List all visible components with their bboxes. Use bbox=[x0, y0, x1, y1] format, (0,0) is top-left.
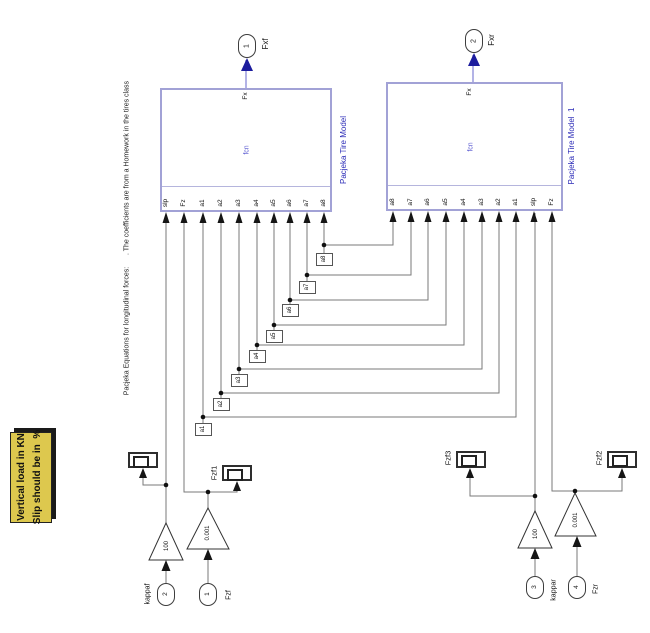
constant-a7[interactable] bbox=[299, 281, 316, 294]
front-port-label-slp: slp bbox=[161, 198, 169, 208]
rear-block-name[interactable]: Pacjeka Tire Model 1 bbox=[567, 107, 576, 185]
front-port-label-a3: a3 bbox=[234, 199, 242, 207]
constant-a5[interactable] bbox=[266, 330, 283, 343]
scope-fzf2-label: Fzf2 bbox=[594, 450, 604, 466]
note-box[interactable] bbox=[10, 432, 52, 523]
note-line-1: Vertical load in KN bbox=[16, 433, 27, 521]
rear-port-label-a1: a1 bbox=[511, 198, 519, 206]
front-port-label-fz: Fz bbox=[179, 199, 187, 207]
rear-port-label-a6: a6 bbox=[423, 198, 431, 206]
constant-a4-value: a4 bbox=[254, 352, 260, 360]
junction-dots bbox=[163, 242, 578, 499]
constant-a6-value: a6 bbox=[287, 306, 293, 314]
inport-4-number: 4 bbox=[572, 585, 580, 589]
constant-a2[interactable] bbox=[213, 398, 230, 411]
scope-fzf2[interactable] bbox=[607, 451, 637, 468]
scope-fzf1-label: Fzf1 bbox=[209, 465, 219, 481]
outport-1[interactable] bbox=[238, 34, 256, 58]
gain-kappar-value: 100 bbox=[533, 528, 539, 540]
annotation-equations: Pacjeka Equations for longitudinal force… bbox=[123, 266, 131, 396]
inport-4-fzr[interactable] bbox=[568, 576, 586, 599]
scope-screen-icon bbox=[227, 469, 243, 481]
annotation-coefficients: . The coefficients are from a Homework i… bbox=[123, 80, 131, 256]
gain-fzf-value: 0.001 bbox=[205, 525, 211, 541]
constant-a4[interactable] bbox=[249, 350, 266, 363]
rear-port-label-a2: a2 bbox=[494, 198, 502, 206]
signal-wires[interactable] bbox=[142, 213, 623, 583]
constant-a1[interactable] bbox=[195, 423, 212, 436]
inport-kappar-label: kappar bbox=[550, 579, 558, 601]
scope-fzf1[interactable] bbox=[222, 465, 252, 481]
front-tire-model-block[interactable] bbox=[160, 88, 332, 212]
gain-fzr-0001[interactable] bbox=[554, 491, 597, 537]
inport-kappaf-label: kappaf bbox=[144, 583, 152, 605]
constant-a8[interactable] bbox=[316, 253, 333, 266]
scope-fzf3[interactable] bbox=[456, 451, 486, 468]
rear-port-label-a7: a7 bbox=[406, 198, 414, 206]
outport-2[interactable] bbox=[465, 29, 483, 53]
front-port-label-a5: a5 bbox=[269, 199, 277, 207]
front-port-label-a2: a2 bbox=[216, 199, 224, 207]
outport-2-number: 2 bbox=[470, 39, 478, 43]
front-port-label-a6: a6 bbox=[285, 199, 293, 207]
outport-arrowheads bbox=[241, 53, 480, 71]
rear-port-label-slp: slp bbox=[529, 197, 537, 207]
rear-port-label-fz: Fz bbox=[547, 198, 555, 206]
constant-a5-value: a5 bbox=[271, 332, 277, 340]
scope-kappaf[interactable] bbox=[128, 452, 158, 468]
inport-fzr-label: Fzr bbox=[592, 583, 600, 595]
outport-2-label: Fxr bbox=[487, 34, 496, 46]
front-port-label-a7: a7 bbox=[302, 199, 310, 207]
front-port-label-a4: a4 bbox=[252, 199, 260, 207]
front-block-out-port-label: Fx bbox=[241, 92, 249, 100]
scope-fzf3-label: Fzf3 bbox=[443, 450, 453, 466]
inport-fzf-label: Fzf bbox=[225, 590, 233, 600]
rear-tire-model-block[interactable] bbox=[386, 82, 563, 211]
inport-3-number: 3 bbox=[530, 585, 538, 589]
gain-kappaf-value: 100 bbox=[164, 540, 170, 552]
constant-a3-value: a3 bbox=[236, 376, 242, 384]
rear-block-port-strip-line bbox=[388, 185, 561, 186]
inport-1-number: 1 bbox=[203, 592, 211, 596]
front-block-port-strip-line bbox=[162, 186, 330, 187]
scope-screen-icon bbox=[461, 455, 477, 467]
front-block-fcn-label: fcn bbox=[243, 145, 251, 155]
constant-a6[interactable] bbox=[282, 304, 299, 317]
scope-screen-icon bbox=[133, 456, 149, 468]
front-port-label-a8: a8 bbox=[319, 199, 327, 207]
inport-3-kappar[interactable] bbox=[526, 576, 544, 599]
inport-2-number: 2 bbox=[161, 592, 169, 596]
outport-1-number: 1 bbox=[243, 44, 251, 48]
constant-a8-value: a8 bbox=[321, 255, 327, 263]
inport-2-kappaf[interactable] bbox=[157, 583, 175, 606]
outport-1-label: Fxf bbox=[261, 38, 270, 50]
constant-a1-value: a1 bbox=[200, 425, 206, 433]
scope-screen-icon bbox=[612, 455, 628, 467]
inport-1-fzf[interactable] bbox=[199, 583, 217, 606]
constant-a7-value: a7 bbox=[304, 283, 310, 291]
rear-block-out-port-label: Fx bbox=[465, 88, 473, 96]
note-line-2: Slip should be in % bbox=[32, 429, 43, 525]
front-block-name[interactable]: Pacjeka Tire Model bbox=[339, 115, 348, 185]
rear-block-fcn-label: fcn bbox=[467, 142, 475, 152]
rear-port-label-a4: a4 bbox=[459, 198, 467, 206]
gain-fzr-value: 0.001 bbox=[573, 512, 579, 528]
rear-port-label-a3: a3 bbox=[477, 198, 485, 206]
constant-a3[interactable] bbox=[231, 374, 248, 387]
rear-port-label-a8: a8 bbox=[388, 198, 396, 206]
constant-a2-value: a2 bbox=[218, 400, 224, 408]
rear-port-label-a5: a5 bbox=[441, 198, 449, 206]
front-port-label-a1: a1 bbox=[198, 199, 206, 207]
